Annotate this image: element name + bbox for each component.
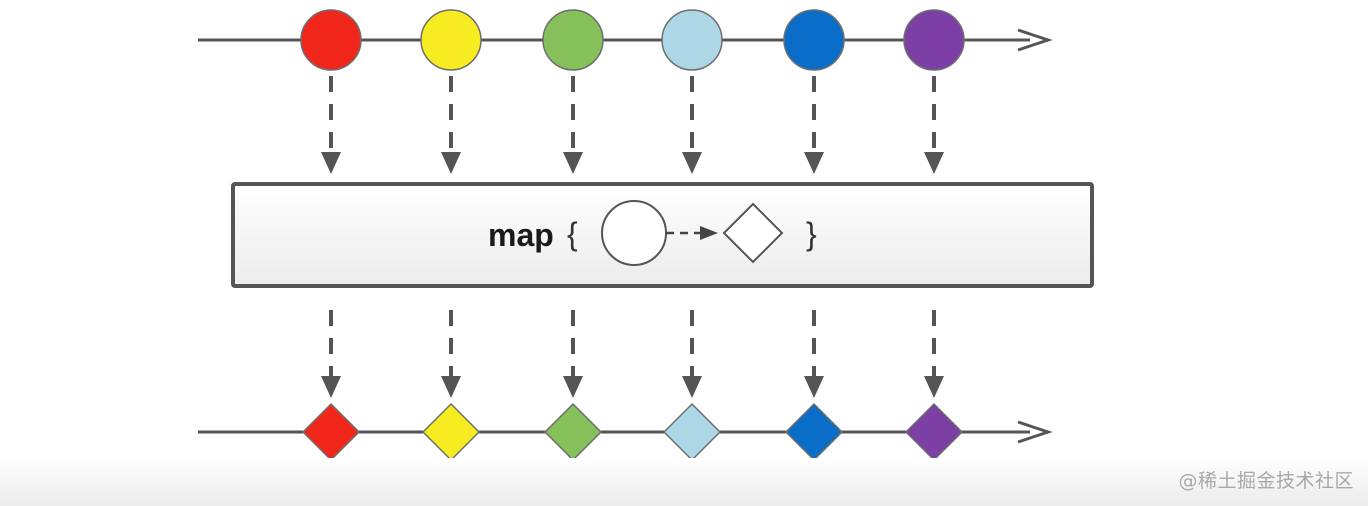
flow-arrowhead-out-1: [321, 376, 341, 398]
input-marble-4: [661, 9, 723, 71]
output-marble-4: [662, 402, 722, 462]
input-marble-5: [783, 9, 845, 71]
output-marble-1: [301, 402, 361, 462]
operator-open-brace: {: [567, 216, 578, 252]
flow-arrowhead-out-4: [682, 376, 702, 398]
flow-arrowhead-out-6: [924, 376, 944, 398]
flow-arrowhead-out-2: [441, 376, 461, 398]
flow-arrowhead-in-1: [321, 152, 341, 174]
operator-close-brace: }: [806, 216, 817, 252]
flow-arrowhead-in-3: [563, 152, 583, 174]
function-output-diamond-icon: [722, 202, 784, 264]
input-marble-3: [542, 9, 604, 71]
function-arrow-head: [700, 226, 718, 240]
flow-arrowhead-in-6: [924, 152, 944, 174]
input-marble-2: [420, 9, 482, 71]
function-input-circle-icon: [601, 200, 667, 266]
flow-arrows: [321, 76, 944, 398]
output-marble-6: [904, 402, 964, 462]
output-marble-2: [421, 402, 481, 462]
flow-arrowhead-out-3: [563, 376, 583, 398]
flow-arrowhead-in-2: [441, 152, 461, 174]
input-marbles: [300, 9, 965, 71]
operator-name: map: [488, 217, 554, 253]
output-timeline-arrowhead: [1017, 420, 1053, 444]
output-marble-5: [784, 402, 844, 462]
input-marble-6: [903, 9, 965, 71]
bottom-shade: [0, 458, 1368, 506]
output-marbles: [301, 402, 964, 462]
watermark: @稀土掘金技术社区: [1178, 470, 1354, 492]
flow-arrowhead-out-5: [804, 376, 824, 398]
input-timeline-arrowhead: [1017, 28, 1053, 52]
input-marble-1: [300, 9, 362, 71]
output-marble-3: [543, 402, 603, 462]
flow-arrowhead-in-5: [804, 152, 824, 174]
flow-arrowhead-in-4: [682, 152, 702, 174]
operator-box: map { }: [231, 182, 1094, 288]
